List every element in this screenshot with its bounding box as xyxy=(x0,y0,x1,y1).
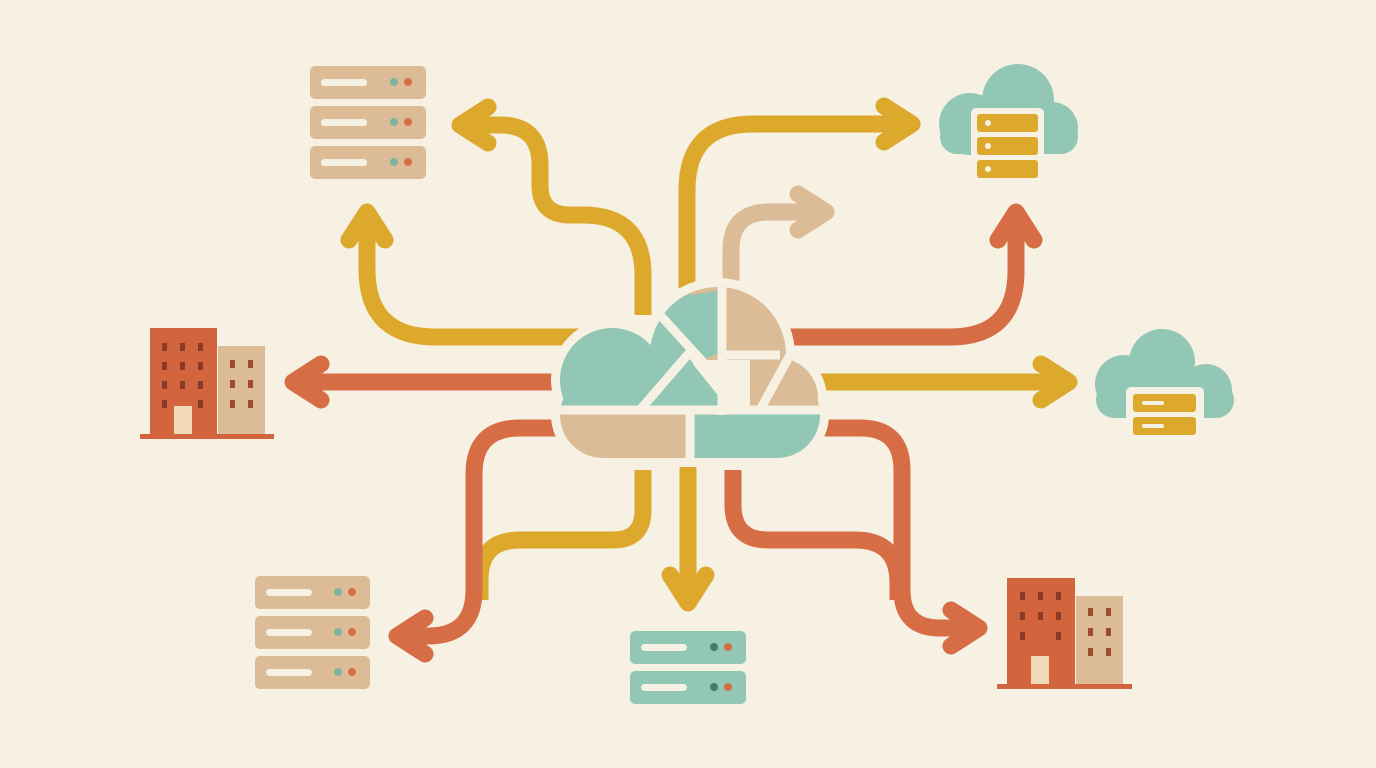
arrow-short-top-right xyxy=(722,185,835,290)
arrow-to-top-right-cloud xyxy=(678,97,921,288)
arrow-to-top-left-server xyxy=(451,98,652,315)
server-rack-bottom-left xyxy=(255,576,370,689)
cloud-server-icon xyxy=(1095,329,1234,440)
arrow-up-left xyxy=(340,203,595,346)
server-rack-top-left xyxy=(310,66,426,179)
building-bottom-right xyxy=(997,578,1132,689)
arrow-to-left-building xyxy=(284,355,556,409)
office-building-icon xyxy=(140,328,274,439)
arrow-to-bottom-right-building xyxy=(820,419,988,655)
cloud-server-right xyxy=(1095,329,1234,440)
server-rack-bottom-center xyxy=(630,631,746,704)
cloud-server-icon xyxy=(939,64,1078,186)
cloud-icon xyxy=(560,287,820,458)
cloud-hub xyxy=(551,278,829,467)
server-rack-icon xyxy=(255,576,370,689)
connector-group xyxy=(284,97,1078,663)
building-left xyxy=(140,328,274,439)
server-rack-icon xyxy=(630,631,746,704)
server-rack-icon xyxy=(310,66,426,179)
arrow-to-bottom-left-server xyxy=(388,419,556,663)
arrow-to-bottom-center-server xyxy=(661,455,715,612)
arrow-up-right xyxy=(778,203,1043,346)
arrow-to-right-cloud xyxy=(820,355,1078,409)
office-building-icon xyxy=(997,578,1132,689)
cloud-server-top-right xyxy=(939,64,1078,186)
